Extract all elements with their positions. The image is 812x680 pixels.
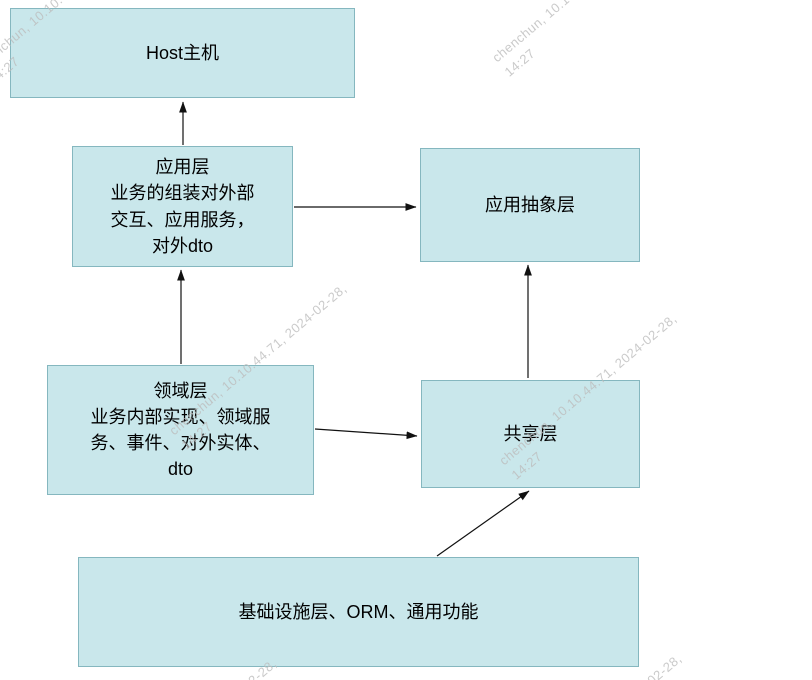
- node-application-layer-label: 应用层 业务的组装对外部 交互、应用服务， 对外dto: [110, 157, 255, 256]
- watermark-line1: chenchun, 10.10.44.71, 2024-02-28,: [488, 0, 674, 67]
- node-host: Host主机: [10, 8, 355, 98]
- node-shared-layer-label: 共享层: [503, 423, 558, 444]
- node-shared-layer: 共享层: [421, 380, 640, 488]
- node-application-abstract-layer: 应用抽象层: [420, 148, 640, 262]
- node-application-layer: 应用层 业务的组装对外部 交互、应用服务， 对外dto: [72, 146, 293, 267]
- node-domain-layer: 领域层 业务内部实现、领域服 务、事件、对外实体、 dto: [47, 365, 314, 495]
- node-infrastructure-layer-label: 基础设施层、ORM、通用功能: [238, 601, 479, 622]
- arrow-domain-to-shared: [314, 428, 418, 440]
- watermark-line2: 14:27: [107, 669, 293, 680]
- watermark-line2: 14:27: [501, 45, 538, 80]
- node-application-abstract-layer-label: 应用抽象层: [485, 194, 575, 215]
- arrow-infrastructure-to-shared: [436, 490, 530, 557]
- node-host-label: Host主机: [145, 42, 219, 63]
- node-domain-layer-label: 领域层 业务内部实现、领域服 务、事件、对外实体、 dto: [90, 380, 271, 480]
- watermark-tile: chenchun, 10.10.44.71, 2024-02-28, 14:27: [488, 0, 686, 81]
- node-infrastructure-layer: 基础设施层、ORM、通用功能: [78, 557, 639, 667]
